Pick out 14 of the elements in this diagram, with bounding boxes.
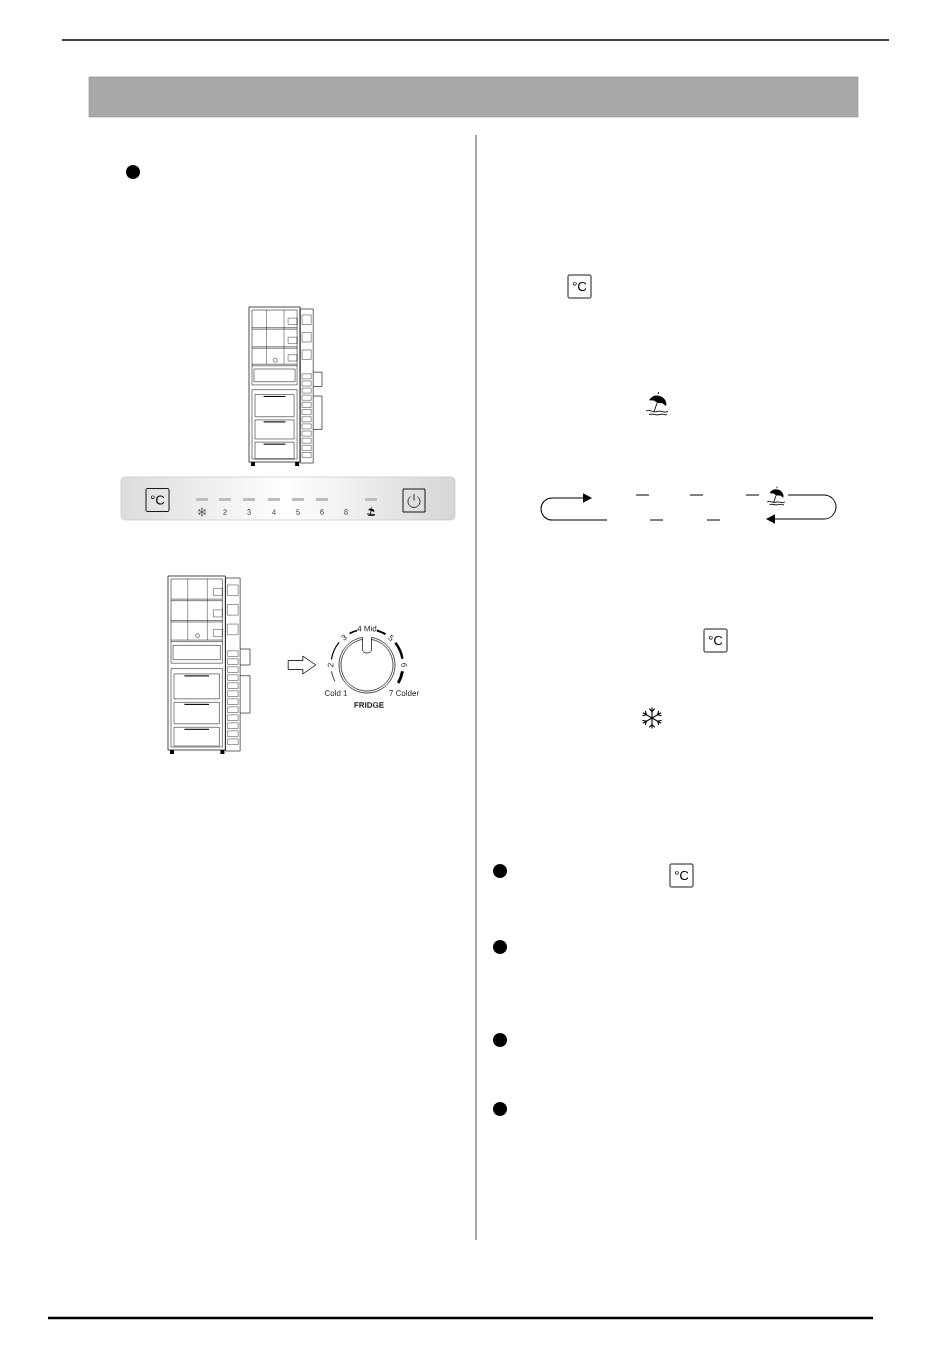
temperature-button: °C: [703, 628, 728, 653]
scale-label: 3: [341, 634, 347, 641]
scale-label: 4 Mid: [357, 625, 377, 632]
block-arrow: [287, 655, 317, 675]
dial-caption: FRIDGE: [354, 702, 384, 708]
temperature-button: °C: [145, 488, 170, 512]
scale-label: 5: [388, 634, 394, 641]
scale-label: 2: [327, 663, 334, 667]
fridge-drawing: [167, 575, 251, 754]
scale-label: 6: [401, 663, 407, 667]
temperature-button: °C: [669, 863, 694, 888]
scale-label: Cold 1: [324, 690, 348, 696]
scale-label: 7 Colder: [389, 690, 419, 696]
temperature-button: °C: [567, 274, 592, 299]
